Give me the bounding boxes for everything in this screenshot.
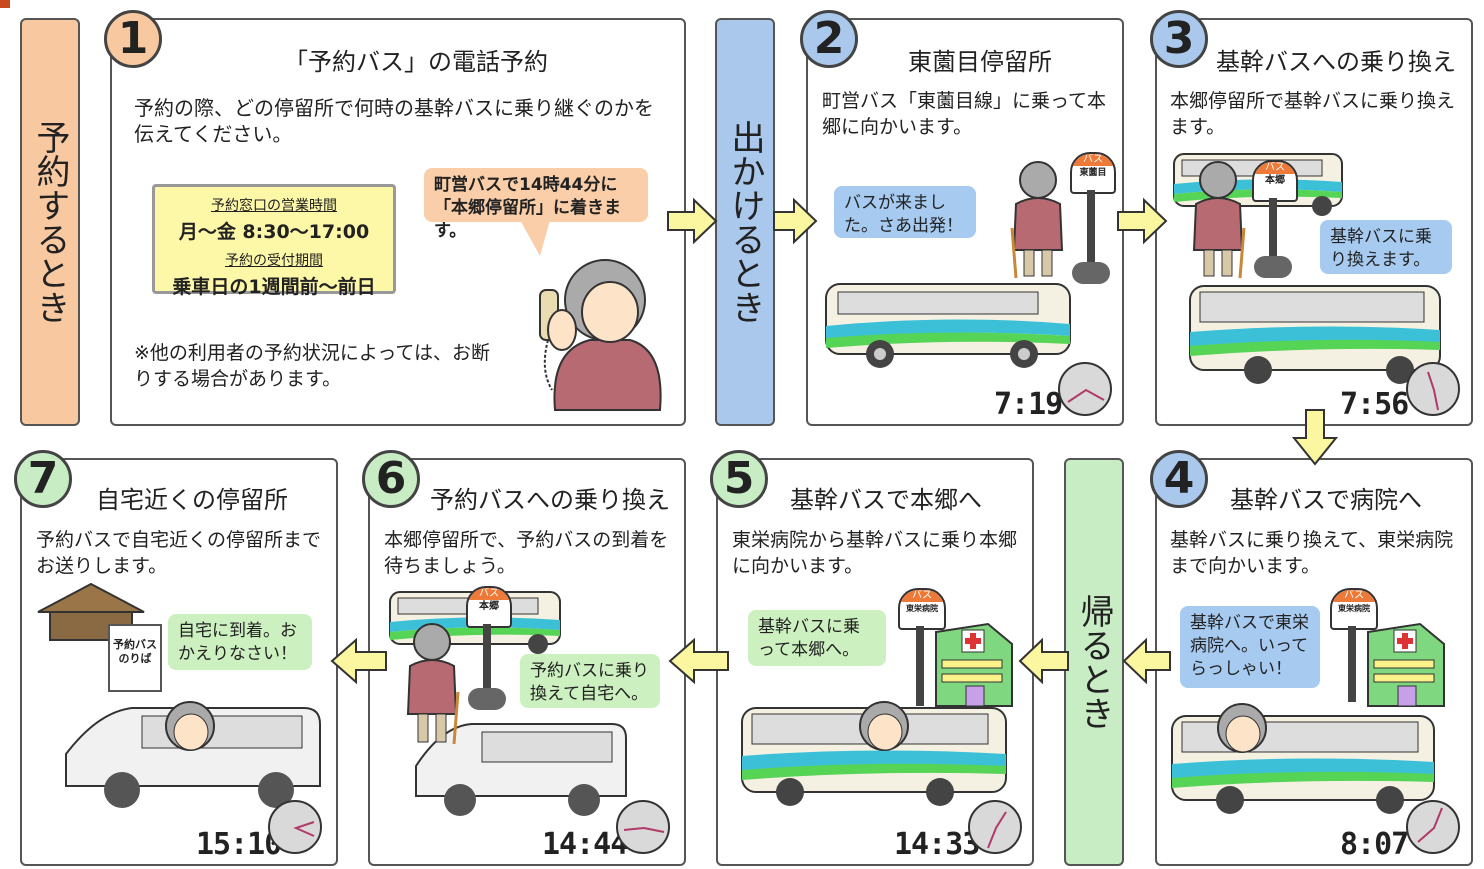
step-7-time: 15:10: [196, 827, 282, 862]
step-1-title: 「予約バス」の電話予約: [284, 48, 548, 76]
elderly-woman-phone-icon: [539, 259, 662, 411]
stop-sign-header: バス: [900, 590, 944, 602]
step-6-bubble: 予約バスに乗り換えて自宅へ。: [520, 654, 660, 708]
step-2-number: 2: [800, 10, 858, 68]
step-5-time: 14:33: [894, 827, 980, 862]
step-2-title: 東薗目停留所: [908, 48, 1052, 76]
reservation-stop-sign: 予約バスのりば: [108, 624, 162, 692]
stop-sign-name: 本郷: [1265, 175, 1285, 186]
arrow-right-3-icon: [1117, 197, 1168, 245]
bus-stop-pole: [1087, 190, 1095, 270]
step-6-text: 本郷停留所で、予約バスの到着を待ちましょう。: [384, 529, 669, 577]
clock-icon: [616, 800, 670, 854]
bus-stop-base: [1254, 256, 1292, 278]
trunk-bus-icon: [1189, 285, 1441, 384]
step-4-text: 基幹バスに乗り換えて、東栄病院まで向かいます。: [1170, 529, 1454, 577]
step-7-number: 7: [14, 450, 72, 508]
stop-sign-name: 東薗目: [1079, 168, 1107, 178]
step-2-bubble: バスが来ました。さあ出発！: [834, 186, 976, 238]
arrow-right-2-icon: [773, 197, 818, 245]
stop-sign-header: バス: [1254, 162, 1296, 174]
step-4-time: 8:07: [1340, 827, 1409, 862]
bus-stop-sign-step2: バス 東薗目: [1070, 152, 1116, 194]
stop-sign-header: バス: [1332, 590, 1376, 602]
step-6-time: 14:44: [542, 827, 628, 862]
clock-icon: [1406, 800, 1460, 854]
step-7-title: 自宅近くの停留所: [96, 486, 288, 514]
arrow-right-1-icon: [667, 197, 718, 245]
stop-sign-header: バス: [1072, 154, 1114, 166]
step-3-title: 基幹バスへの乗り換え: [1216, 48, 1456, 76]
bus-stop-pole: [1348, 626, 1356, 702]
stop-sign-name: 東栄病院: [1338, 604, 1370, 613]
step-3-number: 3: [1150, 10, 1208, 68]
step-7-bubble: 自宅に到着。おかえりなさい！: [168, 614, 312, 670]
elderly-face-icon: [1217, 703, 1267, 753]
town-bus-icon: [825, 283, 1071, 368]
hours-label: 予約窓口の営業時間: [211, 198, 337, 214]
clock-icon: [1058, 362, 1112, 416]
speech-tail: [520, 220, 550, 256]
trunk-bus-icon: [1171, 715, 1435, 814]
corner-mark: [0, 0, 10, 8]
clock-icon: [1406, 362, 1460, 416]
period-value: 乗車日の1週間前～前日: [172, 276, 376, 298]
reservation-info-box: 予約窓口の営業時間 月～金 8:30～17:00 予約の受付期間 乗車日の1週間…: [152, 184, 396, 298]
bus-stop-sign-step6: バス 本郷: [466, 586, 512, 628]
bus-stop-pole: [916, 626, 924, 706]
step-5-title: 基幹バスで本郷へ: [790, 486, 982, 514]
side-label-reserve: 予約するとき: [20, 18, 80, 426]
elderly-face-icon: [165, 701, 215, 751]
step-2-text: 町営バス「東薗目線」に乗って本郷に向かいます。: [822, 90, 1107, 138]
step-3-bubble: 基幹バスに乗り換えます。: [1320, 220, 1452, 274]
elderly-woman-icon: [1010, 161, 1064, 279]
bus-stop-pole: [483, 624, 491, 694]
arrow-down-icon: [1291, 409, 1339, 466]
arrow-left-2-icon: [1018, 637, 1069, 685]
step-4-title: 基幹バスで病院へ: [1230, 486, 1422, 514]
arrow-left-3-icon: [668, 637, 729, 685]
arrow-left-4-icon: [330, 637, 387, 685]
reservation-van-icon: [415, 723, 627, 816]
bus-stop-pole: [1269, 198, 1277, 262]
step-3-text: 本郷停留所で基幹バスに乗り換えます。: [1170, 90, 1456, 138]
bus-stop-sign-step4: バス 東栄病院: [1330, 588, 1378, 630]
bus-stop-base: [468, 688, 506, 710]
side-label-return: 帰るとき: [1064, 458, 1124, 866]
stop-sign-name: 本郷: [479, 601, 499, 612]
stop-sign-name: 東栄病院: [906, 604, 938, 613]
elderly-woman-icon: [406, 623, 460, 745]
step-6-title: 予約バスへの乗り換え: [430, 486, 670, 514]
phone-speech-bubble: 町営バスで14時44分に「本郷停留所」に着きます。: [424, 168, 648, 241]
step-1-note: ※他の利用者の予約状況によっては、お断りする場合があります。: [134, 342, 491, 390]
step-5-text: 東栄病院から基幹バスに乗り本郷に向かいます。: [732, 529, 1018, 577]
step-4-number: 4: [1150, 450, 1208, 508]
period-label: 予約の受付期間: [225, 253, 323, 269]
elderly-woman-icon: [1192, 161, 1246, 279]
step-6-number: 6: [362, 450, 420, 508]
clock-icon: [268, 800, 322, 854]
step-3-time: 7:56: [1340, 387, 1409, 422]
bus-stop-base: [1072, 262, 1110, 284]
hours-value: 月～金 8:30～17:00: [178, 221, 370, 243]
step-1-number: 1: [104, 10, 162, 68]
hospital-icon: [935, 622, 1013, 707]
arrow-left-1-icon: [1122, 637, 1171, 685]
hospital-icon: [1367, 622, 1445, 707]
step-1-text: 予約の際、どの停留所で何時の基幹バスに乗り継ぐのかを伝えてください。: [134, 96, 654, 146]
bus-stop-sign-step5: バス 東栄病院: [898, 588, 946, 630]
bus-stop-sign-step3: バス 本郷: [1252, 160, 1298, 202]
stop-sign-header: バス: [468, 588, 510, 600]
step-5-bubble: 基幹バスに乗って本郷へ。: [748, 610, 886, 666]
clock-icon: [968, 800, 1022, 854]
elderly-face-icon: [859, 701, 909, 751]
side-label-depart: 出かけるとき: [715, 18, 775, 426]
step-4-bubble: 基幹バスで東栄病院へ。いってらっしゃい！: [1180, 606, 1320, 688]
step-7-text: 予約バスで自宅近くの停留所までお送りします。: [36, 529, 322, 577]
step-2-time: 7:19: [994, 387, 1063, 422]
step-5-number: 5: [710, 450, 768, 508]
